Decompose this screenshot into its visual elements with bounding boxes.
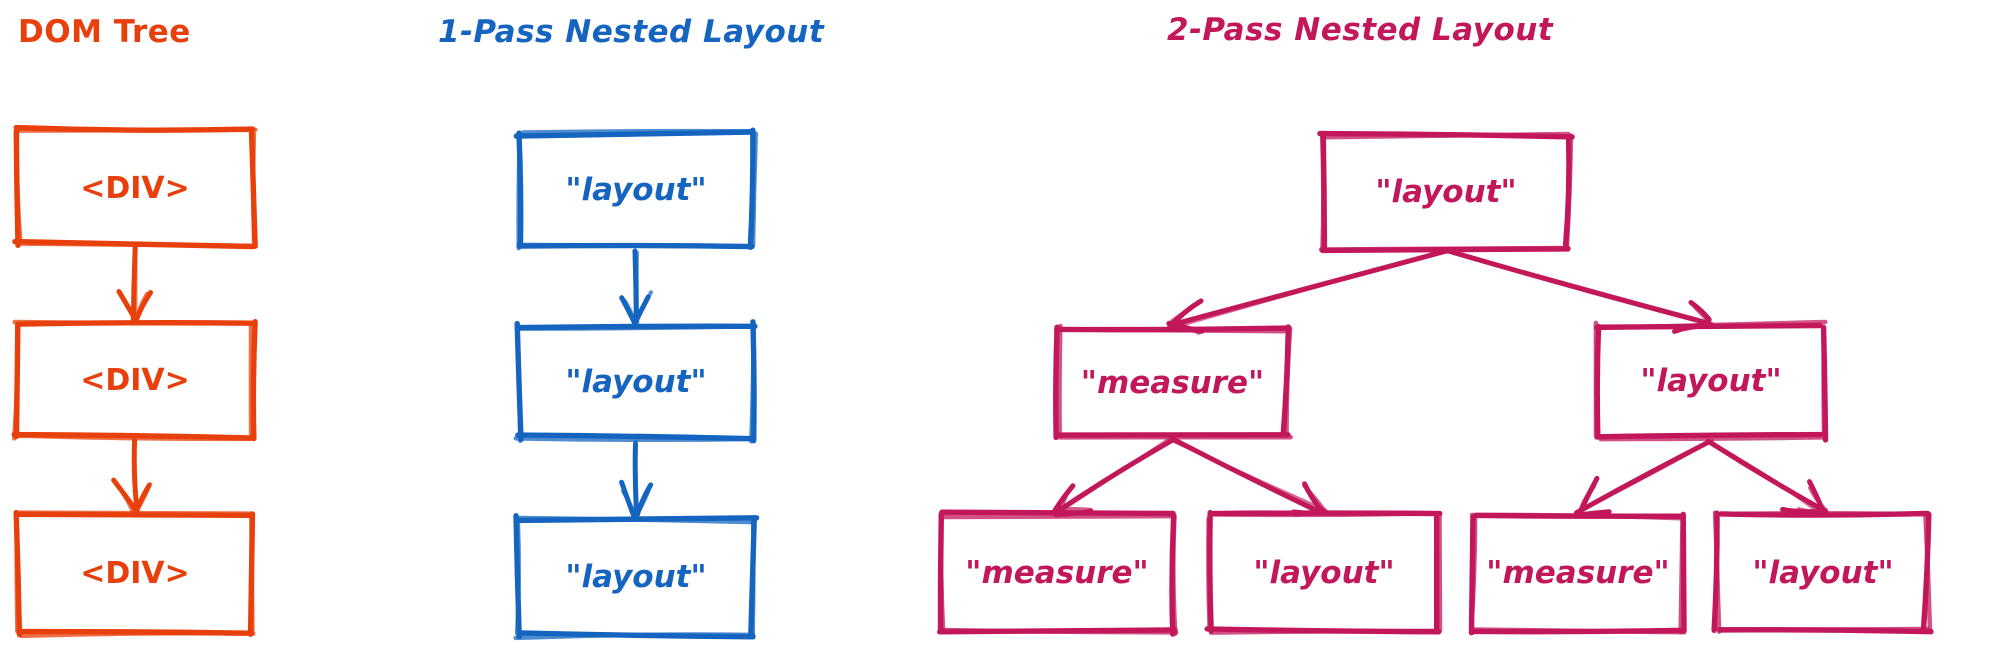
connector-arrow-one_pass-1 [619,439,654,521]
node-box-two_pass-l2a[interactable]: "measure" [1053,323,1293,441]
connector-arrow-two_pass-5 [1705,438,1829,516]
node-box-dom_tree-1[interactable]: <DIV> [11,318,258,442]
connector-arrow-dom_tree-0 [116,244,154,325]
node-label-two_pass-l3d: "layout" [1752,555,1894,591]
node-label-dom_tree-0: <DIV> [80,170,190,206]
node-label-one_pass-0: "layout" [565,172,707,208]
node-box-dom_tree-0[interactable]: <DIV> [12,124,258,250]
node-label-one_pass-2: "layout" [565,558,707,595]
node-box-one_pass-2[interactable]: "layout" [513,513,760,641]
node-box-two_pass-l3a[interactable]: "measure" [937,509,1179,637]
node-box-two_pass-root[interactable]: "layout" [1317,130,1575,254]
column-title-one-pass-nested-layout: 1-Pass Nested Layout [438,14,825,50]
node-label-one_pass-1: "layout" [565,364,707,400]
node-label-two_pass-l3b: "layout" [1253,555,1395,591]
connector-arrow-dom_tree-1 [111,437,152,517]
connector-arrow-two_pass-3 [1170,436,1328,517]
node-label-dom_tree-1: <DIV> [80,362,190,398]
column-title-two-pass-nested-layout: 2-Pass Nested Layout [1167,12,1554,48]
connector-arrow-two_pass-2 [1052,435,1177,518]
node-label-two_pass-l2a: "measure" [1080,364,1265,401]
node-box-two_pass-l3b[interactable]: "layout" [1204,509,1443,635]
node-box-two_pass-l3d[interactable]: "layout" [1711,510,1934,635]
column-title-dom-tree: DOM Tree [18,14,191,50]
node-label-two_pass-l3a: "measure" [965,555,1149,591]
node-box-one_pass-1[interactable]: "layout" [513,319,758,444]
connector-arrow-two_pass-4 [1573,438,1714,518]
node-box-two_pass-l3c[interactable]: "measure" [1468,511,1687,636]
connector-arrow-two_pass-0 [1166,248,1450,335]
node-label-two_pass-l3c: "measure" [1486,555,1670,591]
node-label-dom_tree-2: <DIV> [80,556,190,591]
node-box-dom_tree-2[interactable]: <DIV> [13,509,256,639]
connector-arrow-one_pass-0 [619,248,654,326]
node-box-two_pass-l2b[interactable]: "layout" [1593,319,1829,443]
node-label-two_pass-l2b: "layout" [1640,363,1782,399]
connector-arrow-two_pass-1 [1443,247,1714,334]
node-box-one_pass-0[interactable]: "layout" [513,127,759,251]
node-label-two_pass-root: "layout" [1375,174,1517,210]
